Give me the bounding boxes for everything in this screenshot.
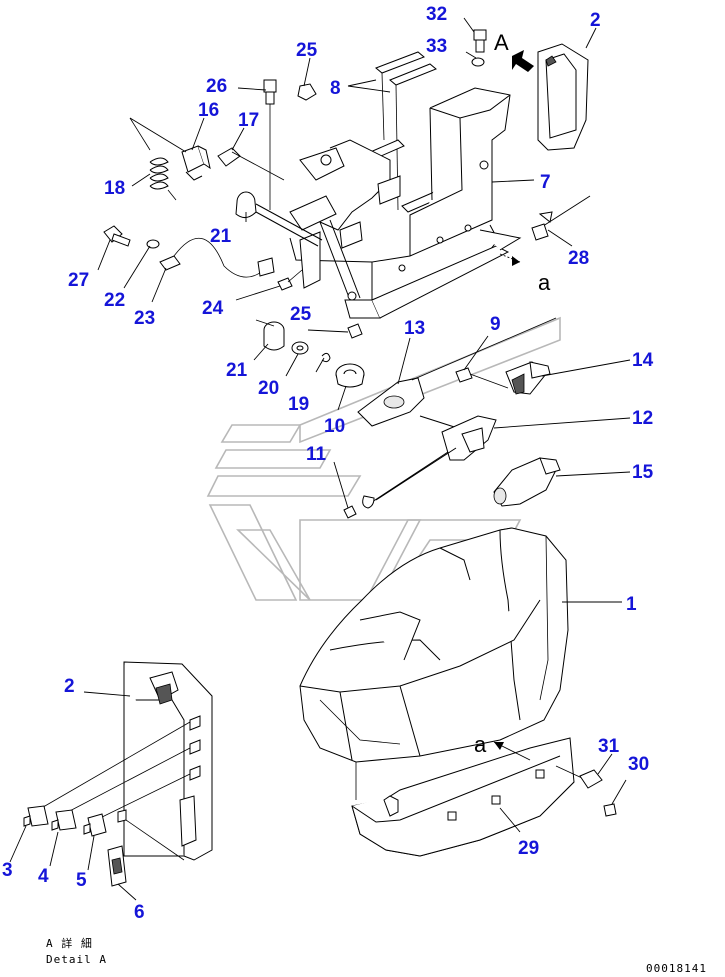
callout-17: 17 [238, 110, 259, 131]
rod-assembly [255, 203, 323, 247]
callout-20: 20 [258, 378, 279, 399]
callout-29: 29 [518, 838, 539, 859]
callout-9: 9 [490, 314, 501, 335]
callout-32: 32 [426, 4, 447, 25]
view-a-label: A [494, 30, 509, 55]
washer-part-20 [291, 341, 309, 355]
boot-part-15 [493, 457, 561, 507]
tie-part-28 [531, 195, 591, 241]
clip-part-25-top [297, 83, 317, 101]
callout-18: 18 [104, 178, 125, 199]
arrow-a-label-bottom: a [474, 732, 487, 757]
screw-part-24 [277, 269, 303, 291]
callout-1: 1 [626, 594, 637, 615]
bolt-part-32 [473, 29, 487, 53]
ring-part-22 [146, 239, 160, 249]
callout-3: 3 [2, 860, 13, 881]
switch-part-16 [181, 145, 211, 181]
callout-28: 28 [568, 248, 589, 269]
callout-30: 30 [628, 754, 649, 775]
leader-lines [9, 17, 631, 901]
arrow-a-label-top: a [538, 270, 551, 295]
callout-8: 8 [330, 78, 341, 99]
panel-part-2-top [537, 43, 589, 151]
callout-31: 31 [598, 736, 620, 757]
screw-part-11 [343, 505, 357, 519]
screw-part-17 [217, 147, 285, 181]
detail-a-english: Detail A [46, 953, 107, 966]
switch-part-6 [107, 845, 127, 887]
callout-16: 16 [198, 100, 219, 121]
switch-part-3 [23, 805, 49, 827]
view-a-arrow [512, 50, 534, 72]
nut-part-30 [603, 803, 617, 817]
callout-2-detail: 2 [64, 676, 75, 697]
callout-14: 14 [632, 350, 654, 371]
grommet-part-10 [335, 363, 365, 388]
view-markers: A a a [474, 30, 551, 757]
clip-part-25-mid [347, 323, 363, 339]
callout-27: 27 [68, 270, 89, 291]
sensor-part-23 [159, 238, 275, 278]
lever-part-12 [362, 415, 497, 509]
callout-22: 22 [104, 290, 125, 311]
lower-cover-part-29 [351, 737, 583, 857]
bolt-part-31 [579, 769, 603, 789]
callout-10: 10 [324, 416, 345, 437]
detail-a-caption: A 詳 細 Detail A [46, 936, 107, 966]
snap-ring-part-19 [321, 352, 331, 363]
callout-33: 33 [426, 36, 447, 57]
bushing-part-21-bottom [255, 319, 285, 351]
detail-a-japanese: A 詳 細 [46, 936, 93, 950]
callout-2-top: 2 [590, 10, 601, 31]
callout-23: 23 [134, 308, 155, 329]
callout-21-bottom: 21 [226, 360, 248, 381]
callout-24: 24 [202, 298, 224, 319]
callout-15: 15 [632, 462, 654, 483]
bolt-part-26 [263, 79, 277, 210]
callout-21-top: 21 [210, 226, 232, 247]
callout-25-top: 25 [296, 40, 318, 61]
callout-19: 19 [288, 394, 309, 415]
switch-part-5 [83, 813, 107, 837]
callout-5: 5 [76, 870, 87, 891]
callout-25-mid: 25 [290, 304, 312, 325]
spring-part-18 [129, 117, 177, 201]
callout-labels: 1 2 2 3 4 5 6 7 8 9 10 11 12 13 14 15 16… [2, 4, 654, 923]
washer-part-33 [471, 57, 485, 67]
bracket-part-7 [289, 87, 522, 319]
callout-12: 12 [632, 408, 653, 429]
callout-7: 7 [540, 172, 551, 193]
switch-part-4 [51, 809, 77, 831]
lever-base-part-13 [357, 317, 557, 427]
callout-6: 6 [134, 902, 145, 923]
bolt-part-27 [103, 225, 131, 247]
knob-part-14 [505, 361, 551, 395]
callout-13: 13 [404, 318, 425, 339]
callout-26: 26 [206, 76, 227, 97]
callout-4: 4 [38, 866, 49, 887]
detail-a-panel-part-2 [37, 661, 213, 861]
drawing-number: 00018141 [646, 962, 707, 975]
cover-part-1 [299, 527, 569, 800]
callout-11: 11 [306, 444, 327, 465]
